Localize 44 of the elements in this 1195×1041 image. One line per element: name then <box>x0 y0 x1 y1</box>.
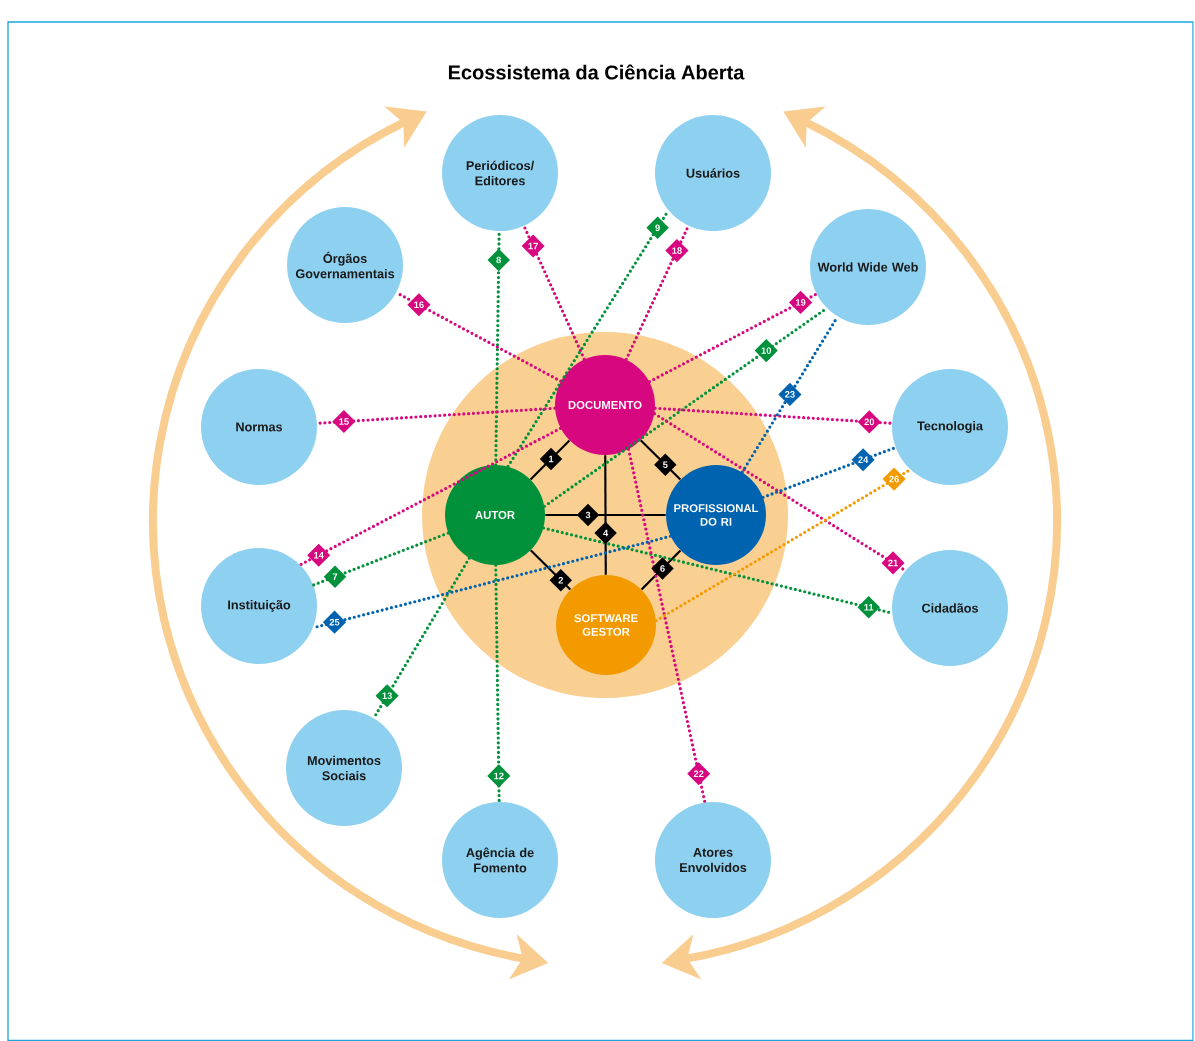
connector-line <box>529 549 572 591</box>
edge-label: 13 <box>375 684 399 708</box>
edge-label: 5 <box>654 453 677 476</box>
edge-label: 18 <box>665 239 689 263</box>
edge-label: 15 <box>332 410 356 434</box>
connector-line <box>652 412 907 573</box>
edge-label: 7 <box>323 565 347 588</box>
diagram-title: Ecossistema da Ciência Aberta <box>448 64 745 80</box>
connector-line <box>494 563 501 804</box>
edge-label: 11 <box>857 596 880 619</box>
connector-line <box>311 531 450 587</box>
connector-line <box>627 447 707 804</box>
edge-label: 1 <box>539 447 563 471</box>
edge-label: 3 <box>576 503 600 527</box>
edge-label: 8 <box>487 248 510 272</box>
edge-label: 12 <box>487 764 511 788</box>
connector-line <box>604 455 607 575</box>
edge-label: 2 <box>549 568 573 592</box>
connector-line <box>654 468 912 623</box>
edge-label: 4 <box>594 521 617 545</box>
edge-label: 14 <box>307 543 331 567</box>
edge-label: 16 <box>407 293 431 317</box>
connector-line <box>653 406 894 425</box>
edge-label: 24 <box>851 448 875 472</box>
edge-label: 21 <box>881 551 905 575</box>
edge-label: 19 <box>789 290 813 314</box>
edge-label: 22 <box>687 762 711 786</box>
connector-line <box>529 439 571 481</box>
edge-label: 26 <box>882 467 906 491</box>
connector-line <box>640 549 682 591</box>
edge-label: 9 <box>646 216 669 239</box>
edge-label: 10 <box>754 339 778 363</box>
connector-line <box>624 224 690 361</box>
edge-label: 17 <box>521 234 545 258</box>
edge-label: 23 <box>778 382 802 406</box>
connector-line <box>639 439 682 481</box>
connector-line <box>545 513 666 517</box>
connector-line <box>647 292 818 384</box>
edge-label: 25 <box>322 610 347 634</box>
edge-label: 20 <box>857 410 881 434</box>
connector-line <box>522 224 586 361</box>
edge-label: 6 <box>651 557 674 580</box>
connector-line <box>298 426 563 567</box>
connector-line <box>761 445 898 499</box>
